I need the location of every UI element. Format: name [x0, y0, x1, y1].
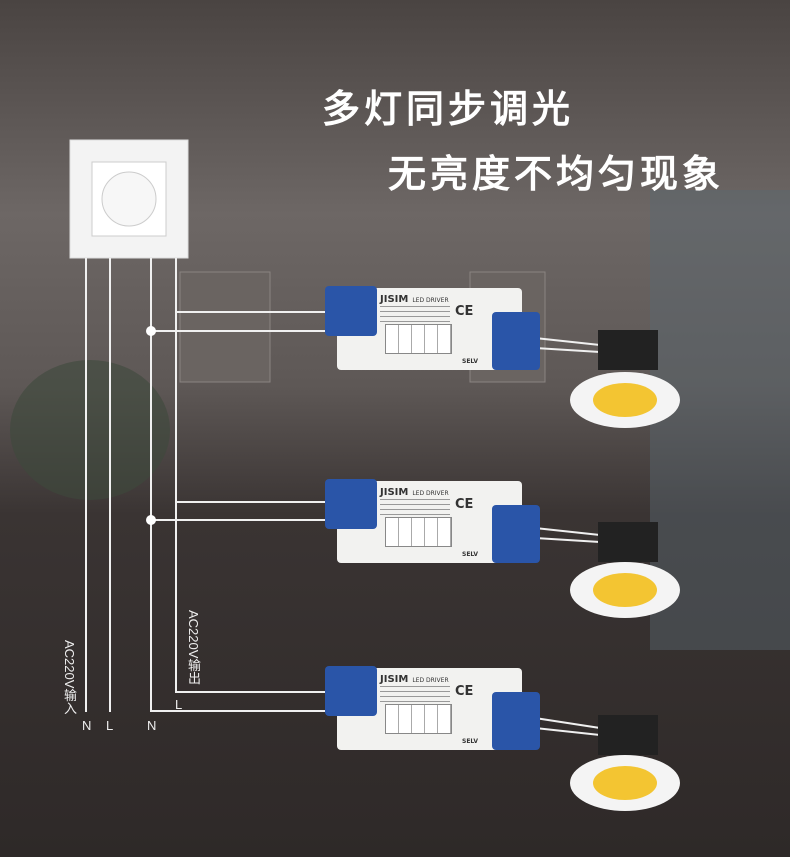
driver-brand: JISIM [380, 487, 409, 498]
selv-mark: SELV [462, 738, 479, 745]
headline-line1: 多灯同步调光 [322, 87, 575, 131]
driver-type: LED DRIVER [412, 490, 449, 497]
headline-line2: 无亮度不均匀现象 [388, 152, 725, 196]
selv-mark: SELV [462, 358, 479, 365]
ce-mark: CE [455, 684, 474, 699]
wires [85, 258, 601, 736]
input-n-label: N [82, 718, 92, 733]
ce-mark: CE [455, 497, 474, 512]
downlight-3 [570, 715, 680, 811]
plant [10, 360, 170, 500]
dimmer-knob[interactable] [101, 171, 157, 227]
driver-brand: JISIM [380, 674, 409, 685]
driver-type: LED DRIVER [412, 677, 449, 684]
downlight-1 [570, 330, 680, 428]
junction-dot [146, 515, 156, 525]
input-label: AC220V输入 [62, 640, 77, 715]
input-l-label: L [106, 718, 114, 733]
driver-brand: JISIM [380, 294, 409, 305]
wall-picture [179, 271, 271, 383]
window [650, 190, 790, 650]
ce-mark: CE [455, 304, 474, 319]
downlight-2 [570, 522, 680, 618]
junction-dot [146, 326, 156, 336]
selv-mark: SELV [462, 551, 479, 558]
output-n-label: N [147, 718, 157, 733]
output-l-label: L [175, 697, 183, 712]
output-label: AC220V输出 [186, 610, 201, 685]
driver-type: LED DRIVER [412, 297, 449, 304]
